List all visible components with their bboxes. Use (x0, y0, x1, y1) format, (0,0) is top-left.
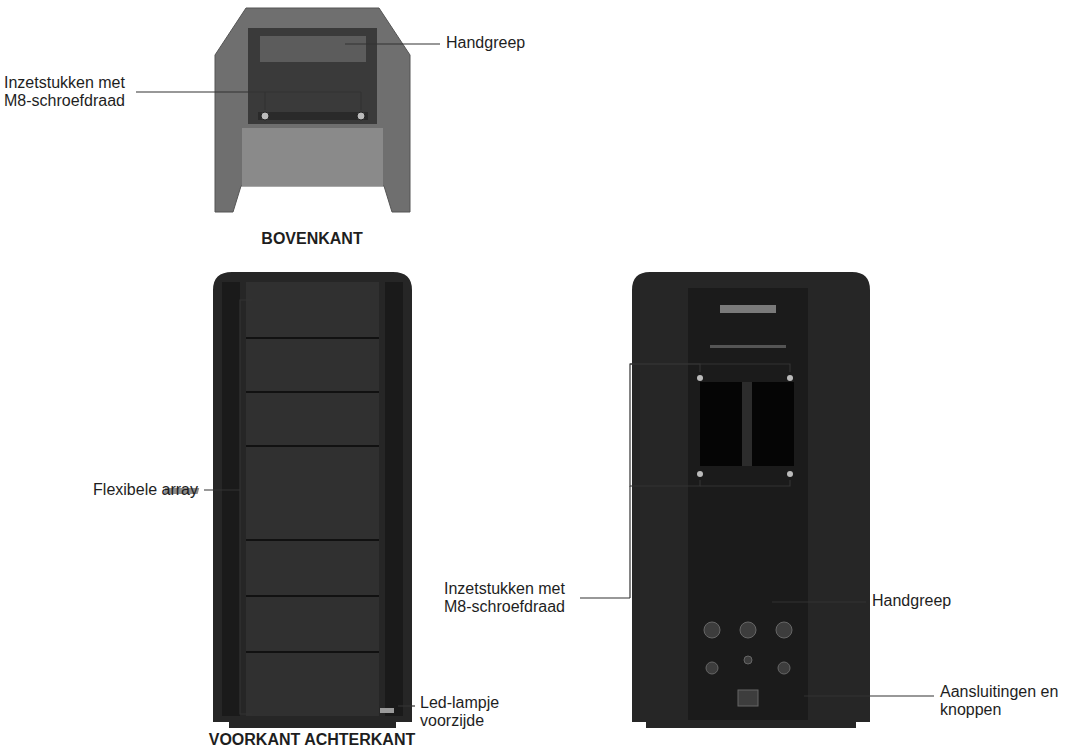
leader-lines (136, 44, 934, 714)
connectors (704, 622, 792, 706)
top-flap (242, 128, 383, 186)
handle-bar (742, 382, 752, 466)
leader-line (772, 601, 866, 602)
m8-insert (787, 375, 793, 381)
top-view (215, 8, 410, 212)
top-handle (260, 36, 366, 62)
bracket (630, 364, 700, 486)
handle-recess (752, 382, 794, 466)
front-view (164, 272, 412, 728)
view-title: BOVENKANT (261, 230, 362, 248)
back-text-plate (710, 345, 786, 348)
part-label: Inzetstukken met M8-schroefdraad (444, 580, 574, 617)
bracket (629, 486, 630, 598)
m8-insert (357, 112, 365, 120)
part-label: Inzetstukken met M8-schroefdraad (4, 74, 132, 111)
front-side-strip (222, 282, 240, 716)
grille-lines (246, 338, 379, 652)
handle-recess (700, 382, 742, 466)
part-label: Aansluitingen en knoppen (940, 683, 1066, 720)
front-led (380, 708, 394, 713)
part-label: Handgreep (872, 592, 951, 610)
m8-insert (697, 471, 703, 477)
back-logo (720, 305, 776, 313)
m8-insert (697, 375, 703, 381)
part-label: Handgreep (446, 34, 525, 52)
back-panel (688, 288, 808, 720)
top-handle-bar (258, 112, 368, 120)
bracket (240, 300, 252, 714)
part-label: Flexibele array (93, 481, 198, 499)
view-title: VOORKANT ACHTERKANT (209, 731, 416, 749)
top-recess (248, 28, 377, 124)
bracket (630, 364, 790, 372)
front-grille (246, 282, 379, 716)
leader-line (804, 695, 934, 696)
leader-line (580, 597, 630, 598)
leader-line (398, 705, 415, 706)
leader-line (264, 92, 265, 110)
leader-line (136, 91, 361, 92)
back-view (632, 272, 870, 728)
front-housing (213, 272, 412, 728)
front-side-strip (385, 282, 403, 716)
m8-insert (787, 471, 793, 477)
part-label: Led-lampje voorzijde (420, 694, 512, 731)
leader-line (204, 489, 240, 490)
m8-insert (261, 112, 269, 120)
bracket (700, 480, 790, 486)
leader-line (360, 92, 361, 110)
leader-line (345, 43, 440, 44)
top-housing (215, 8, 410, 212)
back-housing (632, 272, 870, 728)
